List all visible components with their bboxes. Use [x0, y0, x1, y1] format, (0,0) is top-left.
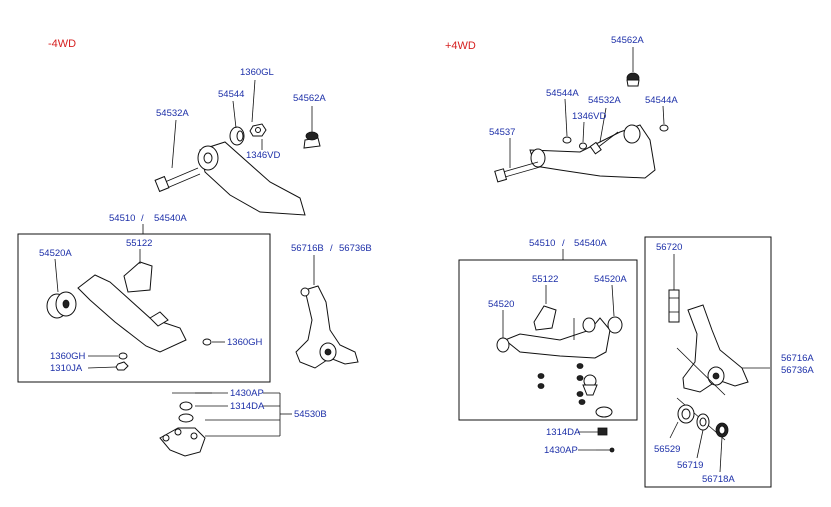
label-slash-left-arm: /	[141, 213, 144, 224]
label-1314da-left: 1314DA	[230, 401, 265, 412]
right-lower-arm	[496, 305, 623, 359]
right-washer-54544a-right	[659, 124, 669, 132]
left-steering-knuckle	[295, 285, 359, 369]
leader-54532a-left	[171, 119, 177, 169]
leader-54544-left	[232, 100, 237, 129]
label-54510-left: 54510	[109, 213, 135, 224]
label-1346vd-right: 1346VD	[572, 111, 606, 122]
left-nut-1310ja	[115, 361, 129, 371]
label-56720: 56720	[656, 242, 682, 253]
header-minus-4wd: -4WD	[48, 38, 76, 50]
label-54544a-right-left: 54544A	[546, 88, 579, 99]
leader-1310ja-left	[87, 366, 117, 369]
leader-56718a	[719, 436, 723, 473]
right-bump-stopper-54562a	[626, 72, 640, 87]
right-bearing-56719	[696, 413, 710, 431]
right-washer-54544a-left	[562, 136, 572, 144]
label-54540a-left: 54540A	[154, 213, 187, 224]
right-upper-arm	[529, 124, 656, 179]
label-54540a-right: 54540A	[574, 238, 607, 249]
label-54532a-right: 54532A	[588, 95, 621, 106]
right-bearing-56718a	[715, 422, 729, 438]
label-54537: 54537	[489, 127, 515, 138]
label-56716b: 56716B	[291, 243, 324, 254]
label-56736a: 56736A	[781, 365, 814, 376]
label-1346vd-left: 1346VD	[246, 150, 280, 161]
label-54544-left: 54544	[218, 89, 244, 100]
knuckle-axis-line	[676, 347, 726, 396]
label-56529: 56529	[654, 444, 680, 455]
left-nut-1360gh-b	[202, 338, 212, 346]
left-upper-arm	[197, 141, 306, 216]
right-steering-knuckle	[682, 304, 749, 393]
label-56736b: 56736B	[339, 243, 372, 254]
right-nut-1314da	[597, 427, 608, 436]
right-spindle-56720	[668, 289, 680, 323]
left-nut-1360gh-a	[118, 352, 128, 360]
label-1360gh-right: 1360GH	[227, 337, 263, 348]
label-1360gh-left: 1360GH	[50, 351, 86, 362]
leader-56719	[696, 429, 704, 459]
leader-54520a-right	[611, 284, 615, 317]
left-lower-arm	[46, 261, 187, 353]
label-1360gl-left: 1360GL	[240, 67, 274, 78]
label-1430ap-right: 1430AP	[544, 445, 578, 456]
label-54510-right: 54510	[529, 238, 555, 249]
label-1430ap-left: 1430AP	[230, 388, 264, 399]
header-plus-4wd: +4WD	[445, 40, 476, 52]
right-nut-1346vd	[579, 142, 587, 150]
label-55122-left: 55122	[126, 238, 152, 249]
leader-56529	[669, 421, 679, 439]
leader-1360gl-left	[251, 79, 256, 123]
label-1314da-right: 1314DA	[546, 427, 581, 438]
label-56719: 56719	[677, 460, 703, 471]
label-54520a-left: 54520A	[39, 248, 72, 259]
left-bump-stopper-54562a	[303, 131, 321, 149]
right-knuckle-group-box	[644, 236, 772, 488]
label-54562a-left: 54562A	[293, 93, 326, 104]
right-upper-bolt-54537	[494, 161, 541, 183]
label-54532a-left: 54532A	[156, 108, 189, 119]
right-seal-56529	[677, 404, 695, 424]
label-54530b: 54530B	[294, 409, 327, 420]
leader-54520a-left	[54, 258, 59, 293]
right-upper-bolt-54532a	[589, 131, 619, 155]
left-upper-bolt-54532a	[154, 167, 201, 193]
left-ball-joint	[159, 392, 212, 457]
right-pin-1430ap	[596, 447, 615, 453]
label-slash-right-arm: /	[562, 238, 565, 249]
left-lower-arm-group-box	[17, 233, 271, 383]
label-54544a-right-right: 54544A	[645, 95, 678, 106]
right-lower-arm-group-box	[458, 259, 638, 421]
label-56718a: 56718A	[702, 474, 735, 485]
label-56716a: 56716A	[781, 353, 814, 364]
left-bushing-54544	[229, 126, 245, 146]
leader-54544a-right-right	[662, 105, 665, 125]
leader-54544a-right-left	[564, 98, 568, 137]
label-54562a-right: 54562A	[611, 35, 644, 46]
label-55122-right: 55122	[532, 274, 558, 285]
right-ball-joint	[537, 318, 613, 418]
label-54520: 54520	[488, 299, 514, 310]
left-nut-1360gl	[249, 123, 267, 137]
label-slash-knuckle: /	[330, 243, 333, 254]
label-54520a-right: 54520A	[594, 274, 627, 285]
label-1310ja-left: 1310JA	[50, 363, 83, 374]
leader-1346vd-right	[582, 121, 585, 143]
leader-54532a-right	[599, 107, 607, 143]
